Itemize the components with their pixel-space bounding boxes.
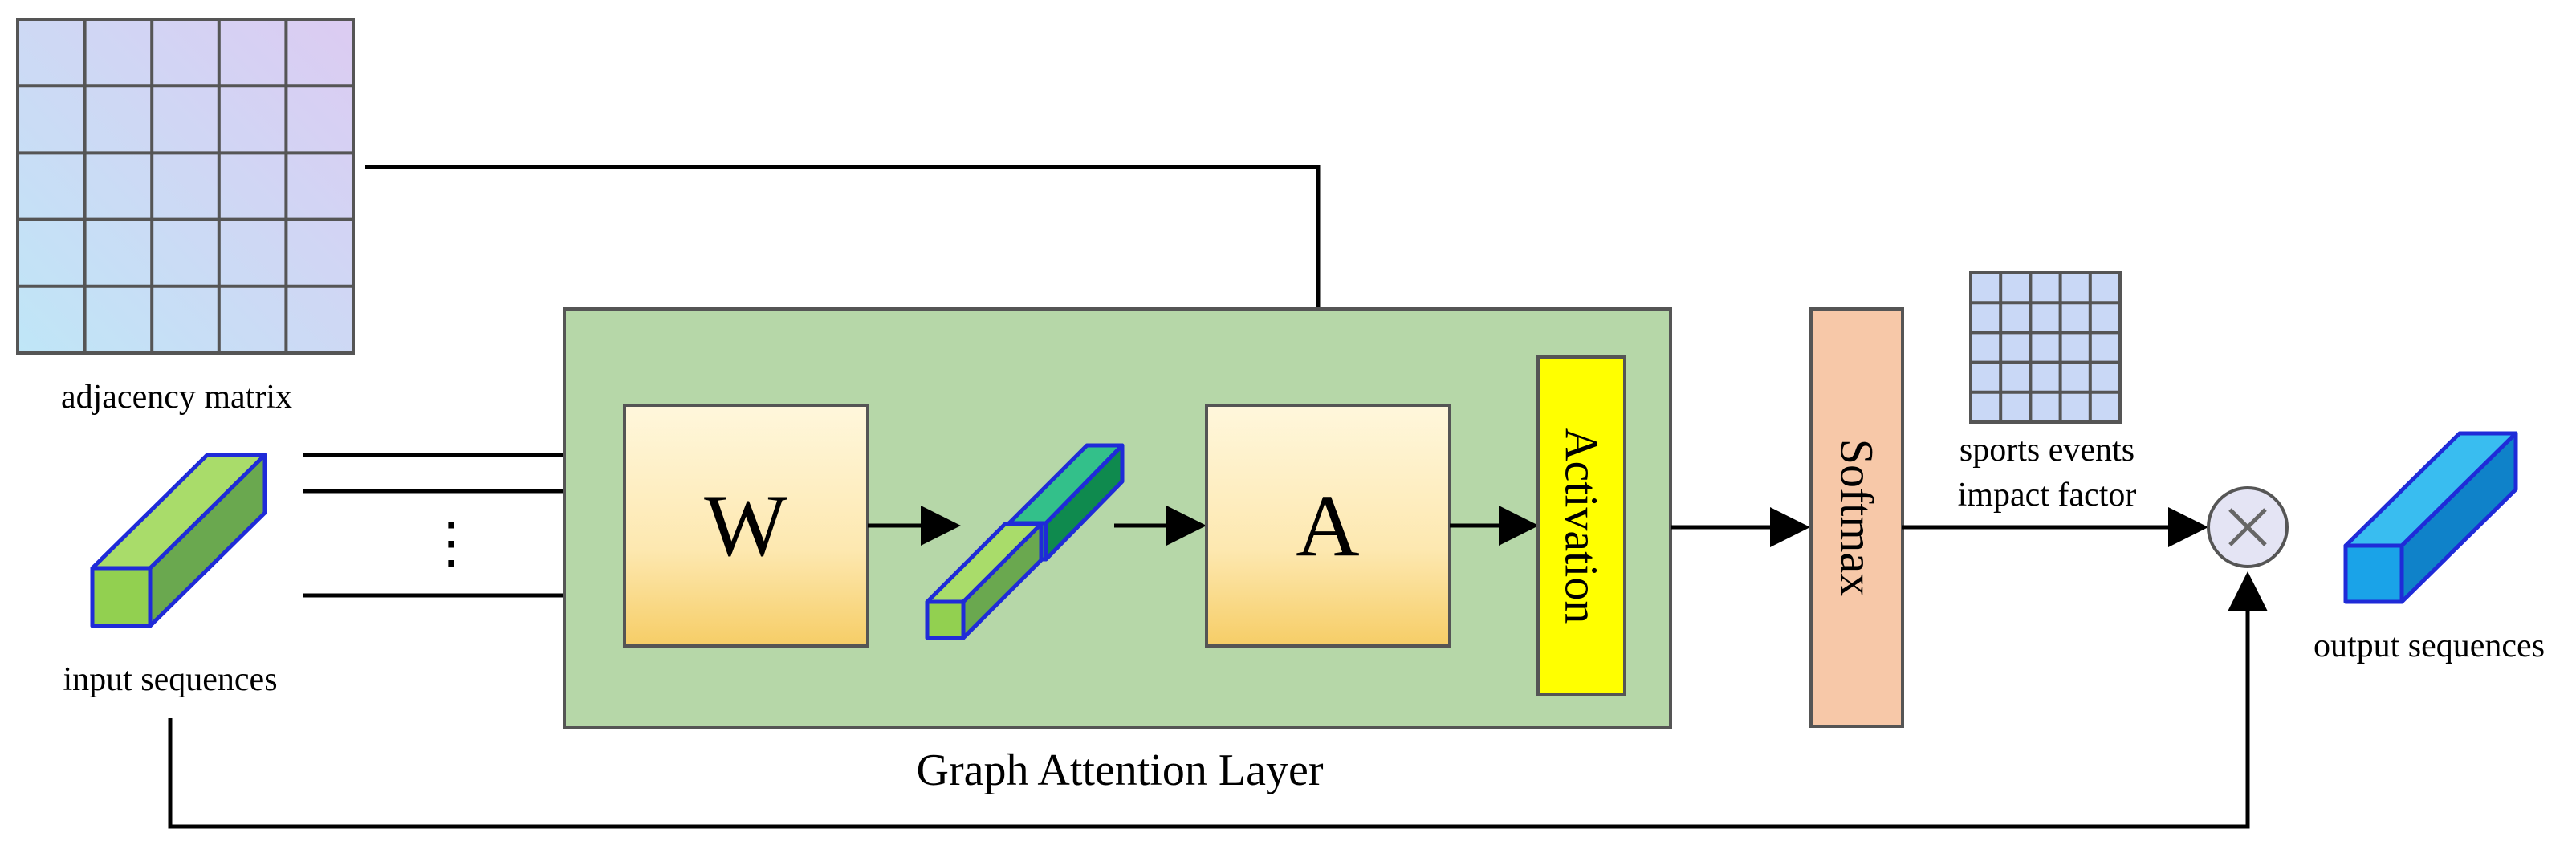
input-sequence-cube (90, 453, 267, 628)
activation-label: Activation (1556, 428, 1608, 624)
residual-connection-arrow (168, 571, 2268, 829)
adjacency-matrix-label: adjacency matrix (61, 379, 292, 416)
softmax-block (1809, 307, 1904, 728)
impact-factor-grid (1969, 271, 2122, 424)
a-attention-block (1205, 404, 1451, 648)
impact-factor-label-line1: sports events (1959, 432, 2134, 469)
input-sequences-label: input sequences (63, 661, 277, 698)
w-weight-block (623, 404, 869, 648)
softmax-label: Softmax (1831, 439, 1883, 597)
circled-times-icon (2207, 486, 2289, 568)
ellipsis-glyph: ⋮ (423, 513, 479, 575)
output-sequence-cube (2343, 431, 2518, 604)
output-sequences-label: output sequences (2314, 628, 2545, 664)
adjacency-matrix-grid (16, 18, 355, 355)
activation-block (1536, 355, 1626, 696)
transformed-feature-bars (925, 443, 1125, 640)
w-block-label: W (704, 477, 787, 575)
a-block-label: A (1296, 477, 1359, 575)
impact-factor-label-line2: impact factor (1958, 477, 2137, 514)
graph-attention-layer-caption: Graph Attention Layer (917, 745, 1324, 795)
